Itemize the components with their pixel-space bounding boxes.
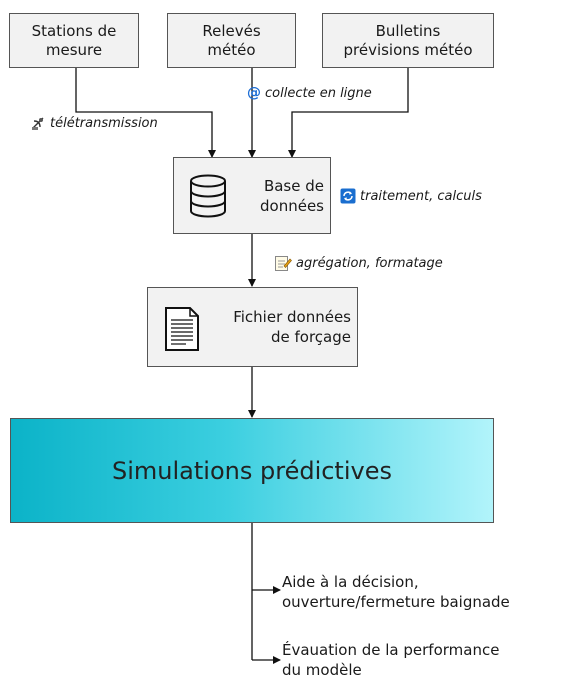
refresh-icon (340, 188, 356, 204)
notepad-icon (275, 256, 292, 271)
edge-label-text: traitement, calculs (360, 188, 482, 204)
edge-label-teletransmission: télétransmission (30, 115, 158, 131)
edge-label-agregation: agrégation, formatage (274, 254, 443, 272)
edge-bulletins-to-db (288, 67, 409, 158)
edge-label-traitement: traitement, calculs (340, 188, 482, 204)
database-box: Base de données (173, 157, 331, 234)
output-decision: Aide à la décision, ouverture/fermeture … (282, 573, 510, 611)
source-label: Relevés météo (202, 21, 261, 59)
at-sign-icon: @ (247, 85, 261, 101)
simulation-box: Simulations prédictives (10, 418, 494, 523)
simulation-label: Simulations prédictives (112, 456, 392, 485)
edge-stations-to-db (75, 67, 216, 158)
source-label: Stations de mesure (31, 21, 117, 59)
output-performance: Évauation de la performance du modèle (282, 641, 500, 679)
forcing-file-label: Fichier données de forçage (233, 308, 351, 346)
edge-label-collecte: @ collecte en ligne (247, 85, 372, 101)
edge-label-text: collecte en ligne (265, 85, 372, 101)
edge-label-text: télétransmission (50, 115, 158, 131)
source-box-releves: Relevés météo (167, 13, 296, 68)
document-icon (165, 307, 199, 351)
source-label: Bulletins prévisions météo (343, 21, 473, 59)
source-box-bulletins: Bulletins prévisions météo (322, 13, 494, 68)
forcing-file-box: Fichier données de forçage (147, 287, 358, 367)
database-label: Base de données (260, 177, 324, 215)
satellite-dish-icon (32, 117, 44, 130)
source-box-stations: Stations de mesure (9, 13, 139, 68)
edge-label-text: agrégation, formatage (296, 255, 443, 271)
database-icon (190, 174, 226, 218)
